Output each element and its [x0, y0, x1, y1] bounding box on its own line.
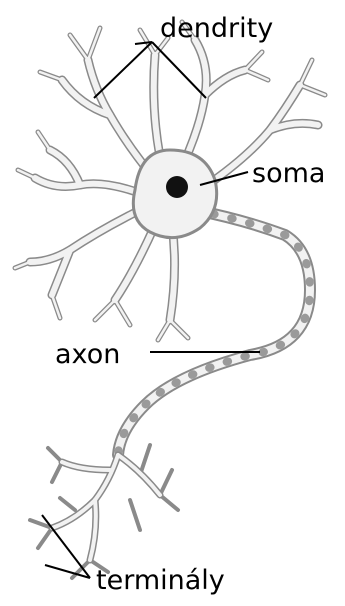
- label-terminals: terminály: [96, 567, 225, 594]
- axon-terminals: [30, 445, 178, 578]
- soma-body: [133, 150, 216, 238]
- label-dendrites: dendrity: [160, 15, 273, 42]
- dendrity-leader-left: [94, 42, 152, 98]
- label-axon: axon: [55, 341, 120, 368]
- nucleus: [166, 176, 188, 198]
- label-soma: soma: [252, 160, 325, 187]
